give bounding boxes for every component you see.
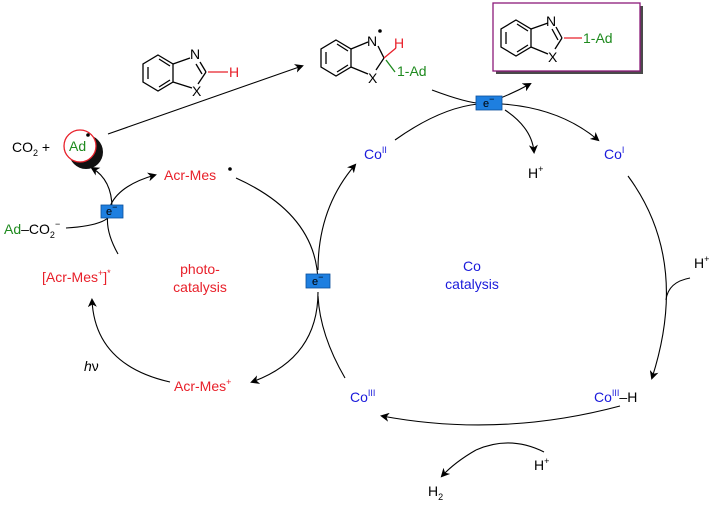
arc-radical-to-e (235, 177, 319, 285)
arrow-radical-addition (107, 64, 304, 135)
photocatalysis-label-2: catalysis (173, 279, 227, 295)
n-atom: N (190, 46, 200, 62)
co-catalysis-label-1: Co (463, 258, 481, 274)
arc-to-h2 (440, 449, 477, 478)
n-radical-dot (378, 29, 382, 33)
acr-mes-radical-dot (228, 167, 232, 171)
hv-label: hν (84, 358, 99, 374)
co-iii-label: CoIII (350, 388, 375, 405)
acr-mes-excited-label: [Acr-Mes+]* (42, 268, 111, 285)
arc-cation-to-excited (87, 298, 171, 383)
co-ii-label: CoII (364, 145, 387, 162)
product-box: N X 1-Ad (492, 2, 643, 74)
arc-to-h-plus (504, 109, 538, 154)
arc-co3h-to-co3 (380, 405, 621, 426)
n-atom-product: N (546, 13, 556, 29)
radical-adduct-structure: N X H 1-Ad (320, 29, 427, 86)
co-i-label: CoI (604, 145, 624, 162)
benzazole-reactant-structure: N X H (142, 46, 239, 99)
arc-e-to-co2 (317, 163, 357, 271)
x-atom-adduct: X (368, 70, 378, 86)
svg-text:e−: e− (483, 94, 494, 110)
photocatalysis-label-1: photo- (180, 261, 220, 277)
h2-label: H2 (428, 483, 443, 502)
arc-e2-to-co1 (501, 103, 600, 142)
h-plus-top-label: H+ (528, 164, 543, 181)
h-atom-adduct: H (394, 35, 404, 51)
arc-co3-to-e (317, 295, 346, 379)
arc-e-to-cation (250, 291, 319, 384)
ad-radical-label: Ad (69, 138, 86, 154)
x-atom-product: X (548, 49, 558, 65)
x-atom: X (192, 83, 202, 99)
co-catalysis-cycle (317, 103, 667, 426)
h-plus-bottom-label: H+ (534, 456, 549, 473)
one-ad-adduct: 1-Ad (397, 63, 427, 79)
electron-box-top: e− (475, 94, 503, 111)
acr-mes-radical-label: Acr-Mes (164, 167, 216, 183)
arc-co1-to-co3h (627, 175, 667, 380)
electron-box-left: e− (100, 202, 124, 219)
arc-h-plus-in (665, 277, 691, 301)
n-atom-adduct: N (367, 33, 377, 49)
svg-text:e−: e− (106, 202, 117, 218)
co-iii-h-label: CoIII–H (594, 388, 637, 405)
one-ad-product: 1-Ad (583, 30, 613, 46)
h-atom: H (229, 64, 239, 80)
arc-h-plus-bottom (475, 442, 545, 453)
arc-to-ad-radical (90, 166, 113, 209)
acr-mes-cation-label: Acr-Mes+ (174, 377, 231, 394)
ad-radical-node: Ad (63, 129, 103, 169)
co2-label: CO2 + (12, 139, 50, 158)
electron-box-center: e− (305, 272, 331, 289)
arc-co2-to-e2 (394, 103, 479, 141)
product-box-frame (492, 2, 641, 72)
radical-dot (86, 133, 90, 137)
co-catalysis-label-2: catalysis (445, 276, 499, 292)
carboxylate-label: Ad–CO2− (4, 219, 60, 240)
svg-text:e−: e− (312, 272, 323, 288)
h-plus-right-label: H+ (694, 254, 709, 271)
